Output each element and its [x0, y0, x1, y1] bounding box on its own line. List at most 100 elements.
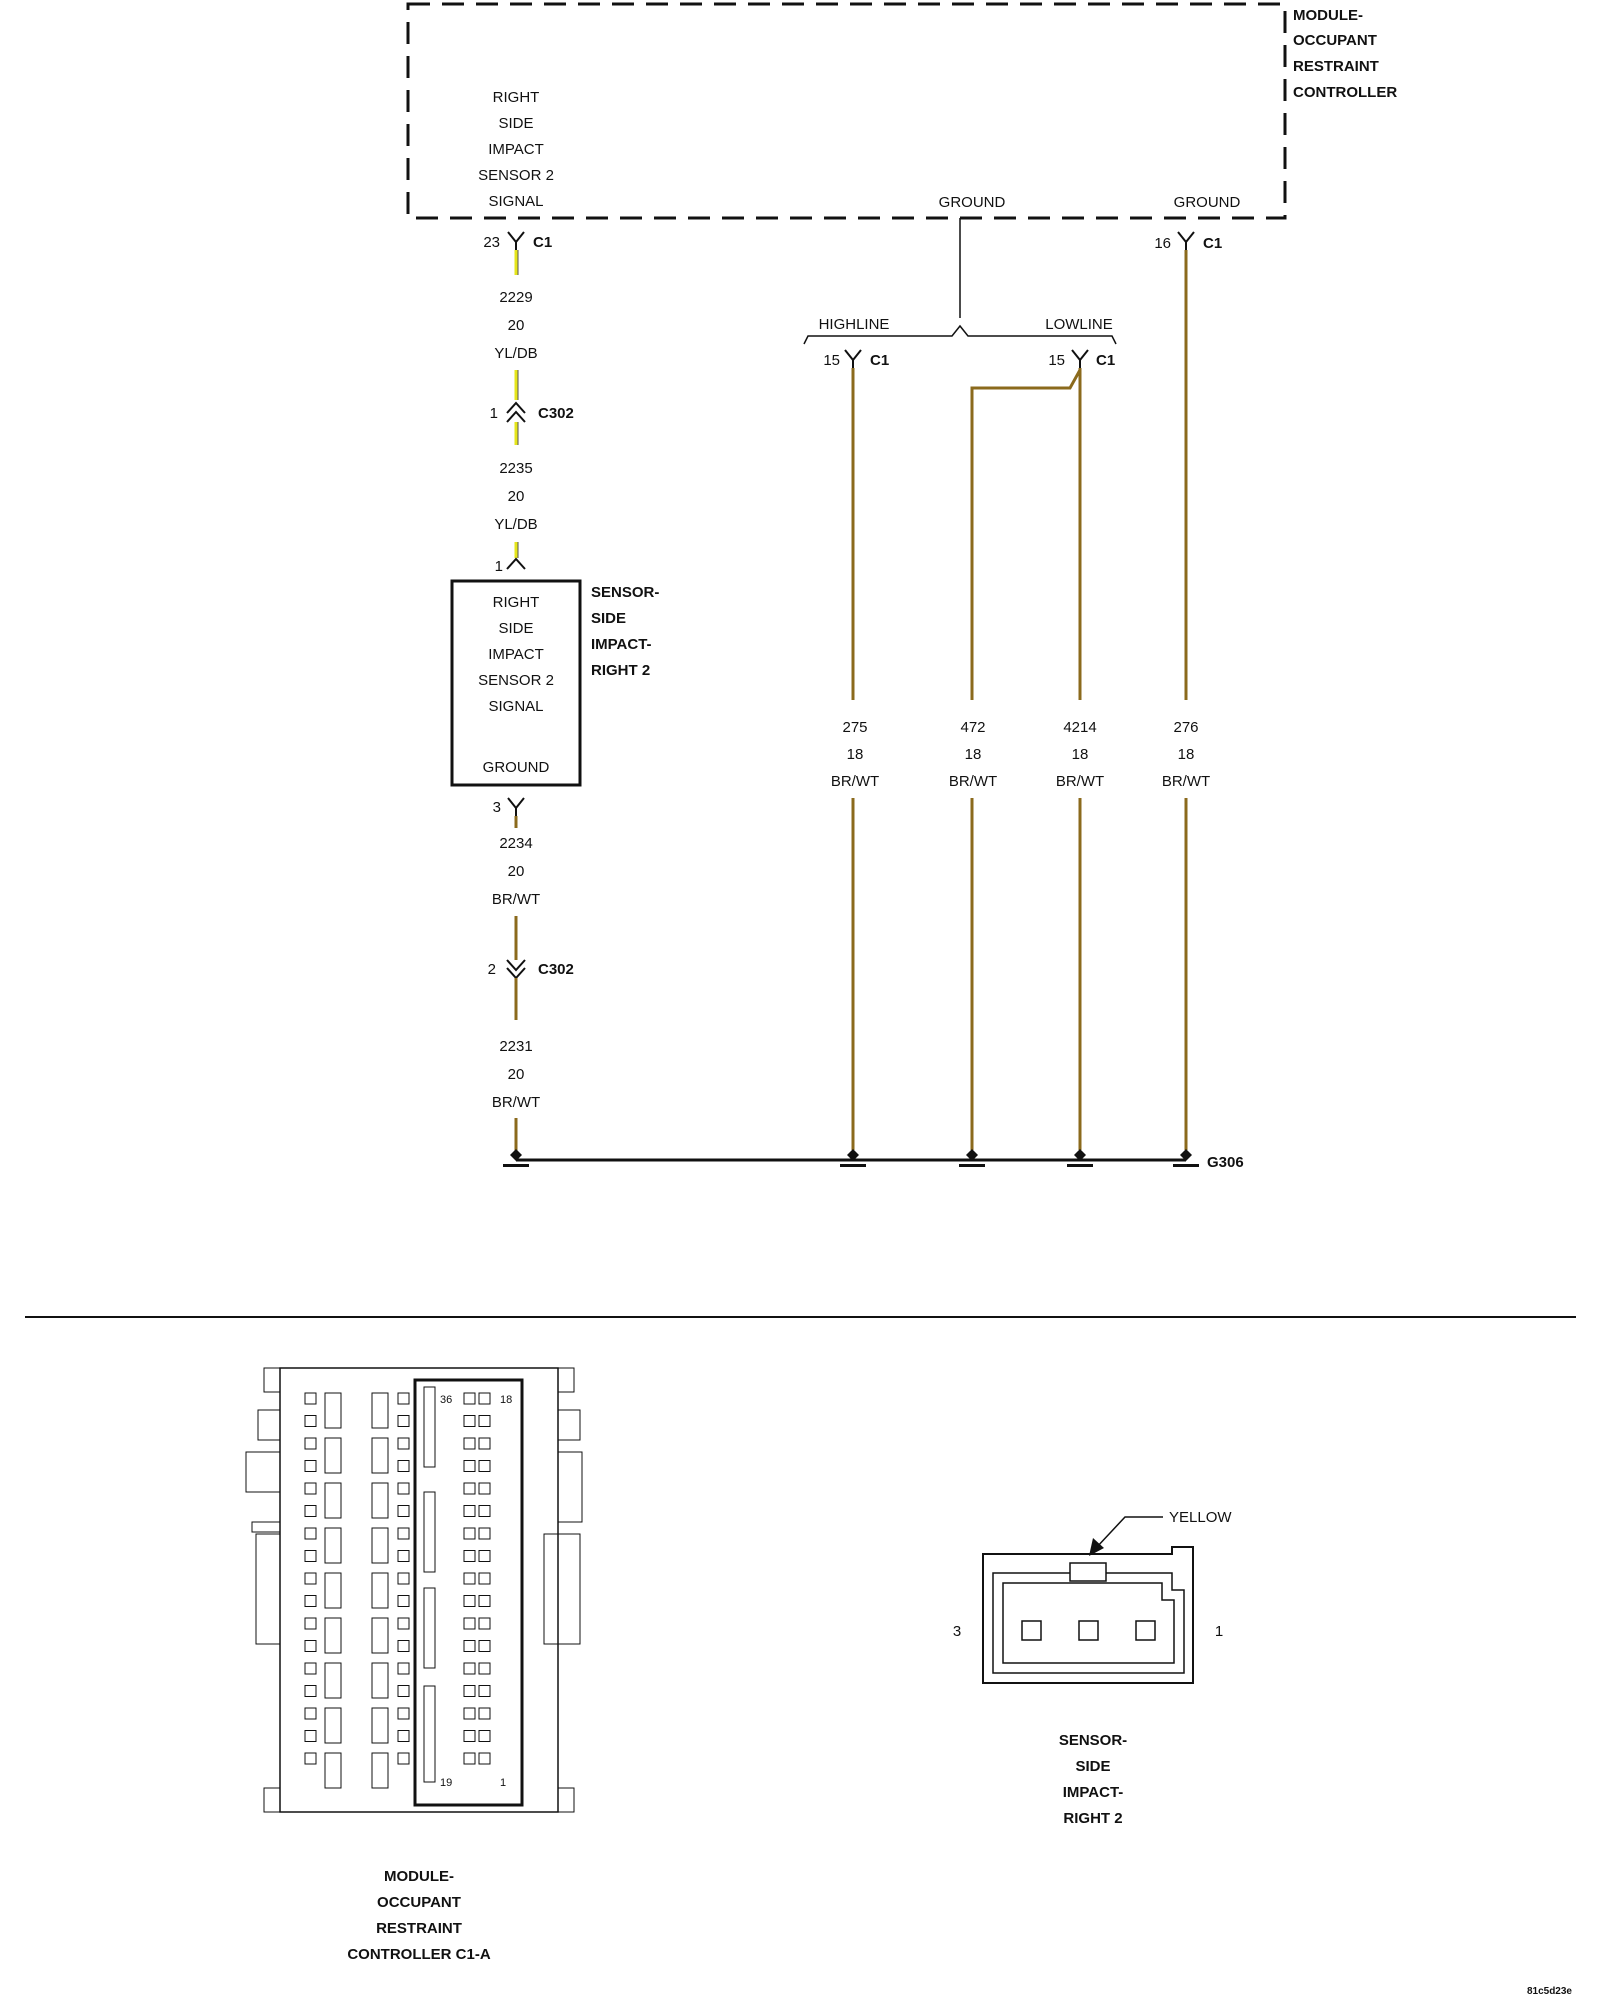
c302-pin-2-symbol	[506, 959, 526, 980]
module-title-line-4: CONTROLLER	[1293, 84, 1397, 101]
c1a-caption-line-1: MODULE-	[384, 1868, 454, 1885]
module-title-line-1: MODULE-	[1293, 7, 1363, 24]
sensor-ground-label: GROUND	[483, 759, 550, 776]
wire-275-circuit: 275	[842, 719, 867, 736]
module-signal-line-4: SENSOR 2	[478, 167, 554, 184]
module-signal-line-1: RIGHT	[493, 89, 540, 106]
module-signal-line-3: IMPACT	[488, 141, 544, 158]
c1a-caption-line-2: OCCUPANT	[377, 1894, 461, 1911]
c1-pin-16-symbol	[1177, 231, 1195, 250]
c1-pin-15-highline-number: 15	[823, 352, 840, 369]
wire-472-circuit: 472	[960, 719, 985, 736]
sensor-key-tab	[1069, 1562, 1107, 1582]
sensor-signal-line-4: SENSOR 2	[478, 672, 554, 689]
wire-2229-color: YL/DB	[494, 345, 537, 362]
c1-pin-16-connector: C1	[1203, 235, 1222, 252]
wire-2235-gauge: 20	[508, 488, 525, 505]
c1a-pin-36-label: 36	[440, 1394, 452, 1406]
c1a-pin-18-label: 18	[500, 1394, 512, 1406]
c1-pin-15-lowline-symbol	[1071, 349, 1089, 368]
c302-pin-2-number: 2	[488, 961, 496, 978]
c1-pin-23-connector: C1	[533, 234, 552, 251]
wire-2235-color: YL/DB	[494, 516, 537, 533]
sensor-pin-1-symbol	[506, 557, 526, 570]
c1-pin-15-highline-connector: C1	[870, 352, 889, 369]
sensor-connector-color-label: YELLOW	[1169, 1509, 1232, 1526]
c302-pin-2-connector: C302	[538, 961, 574, 978]
wire-2234-circuit: 2234	[499, 835, 532, 852]
variant-lowline-label: LOWLINE	[1045, 316, 1113, 333]
wire-4214-gauge: 18	[1072, 746, 1089, 763]
module-title-line-3: RESTRAINT	[1293, 58, 1379, 75]
wire-2231-gauge: 20	[508, 1066, 525, 1083]
c1-pin-23-number: 23	[483, 234, 500, 251]
c1-pin-23-symbol	[507, 231, 525, 250]
wire-4214-circuit: 4214	[1063, 719, 1096, 736]
module-ground-label-1: GROUND	[939, 194, 1006, 211]
document-code: 81c5d23e	[1527, 1986, 1572, 1997]
wire-472-color: BR/WT	[949, 773, 997, 790]
module-occupant-restraint-controller: MODULE- OCCUPANT RESTRAINT CONTROLLER RI…	[406, 2, 1397, 220]
sensor-name-line-1: SENSOR-	[591, 584, 659, 601]
sensor-name-line-3: IMPACT-	[591, 636, 652, 653]
wire-2234-gauge: 20	[508, 863, 525, 880]
wire-275-color: BR/WT	[831, 773, 879, 790]
left-signal-circuit: 23 C1 2229 20 YL/DB 1 C302 2235 20 YL/DB…	[483, 231, 574, 575]
c1a-caption-line-4: CONTROLLER C1-A	[347, 1946, 490, 1963]
sensor-connector-caption-line-3: IMPACT-	[1063, 1784, 1124, 1801]
wire-4214-color: BR/WT	[1056, 773, 1104, 790]
wire-2234-color: BR/WT	[492, 891, 540, 908]
wire-275-gauge: 18	[847, 746, 864, 763]
connector-sensor-face: YELLOW 3 1 SENSOR- SIDE IMPACT- RIGHT 2	[953, 1509, 1233, 1827]
sensor-signal-line-2: SIDE	[498, 620, 533, 637]
c1-pin-16-number: 16	[1154, 235, 1171, 252]
c1a-caption-line-3: RESTRAINT	[376, 1920, 462, 1937]
c302-pin-1-number: 1	[490, 405, 498, 422]
sensor-pin-3-symbol	[507, 797, 525, 816]
module-signal-line-2: SIDE	[498, 115, 533, 132]
c1a-pin-1-label: 1	[500, 1777, 506, 1789]
ground-wires: 16 C1 275 18 BR/WT 472 18 BR/WT 4214 18 …	[831, 231, 1222, 1150]
sensor-connector-pin3: 3	[953, 1623, 961, 1640]
sensor-connector-caption-line-1: SENSOR-	[1059, 1732, 1127, 1749]
module-ground-label-2: GROUND	[1174, 194, 1241, 211]
sensor-signal-line-1: RIGHT	[493, 594, 540, 611]
c302-pin-1-connector: C302	[538, 405, 574, 422]
module-title-line-2: OCCUPANT	[1293, 32, 1377, 49]
sensor-connector-caption-line-4: RIGHT 2	[1063, 1810, 1122, 1827]
sensor-side-impact-right-2: RIGHT SIDE IMPACT SENSOR 2 SIGNAL GROUND…	[450, 579, 659, 787]
c1-pin-15-lowline-number: 15	[1048, 352, 1065, 369]
connector-c1a-face: 36 18 19 1 MODULE- OCCUPANT RESTRAINT CO…	[245, 1367, 583, 1963]
wire-2229-circuit: 2229	[499, 289, 532, 306]
variant-brace	[803, 324, 1117, 345]
sensor-connector-caption-line-2: SIDE	[1075, 1758, 1110, 1775]
module-signal-line-5: SIGNAL	[488, 193, 543, 210]
c1a-slots	[304, 1386, 491, 1789]
wire-276-gauge: 18	[1178, 746, 1195, 763]
sensor-signal-line-3: IMPACT	[488, 646, 544, 663]
sensor-name-line-4: RIGHT 2	[591, 662, 650, 679]
wire-2231-color: BR/WT	[492, 1094, 540, 1111]
c1a-pin-19-label: 19	[440, 1777, 452, 1789]
wire-276-circuit: 276	[1173, 719, 1198, 736]
variant-highline-label: HIGHLINE	[819, 316, 890, 333]
wire-472-upper	[970, 369, 1082, 700]
left-ground-circuit: 3 2234 20 BR/WT 2 C302 2231 20 BR/WT	[488, 797, 574, 1155]
sensor-name-line-2: SIDE	[591, 610, 626, 627]
c1-pin-15-lowline-connector: C1	[1096, 352, 1115, 369]
c1-pin-15-highline-symbol	[844, 349, 862, 368]
sensor-connector-pin1: 1	[1215, 1623, 1223, 1640]
ground-bus-g306: G306	[503, 1149, 1244, 1171]
sensor-pin-1-number: 1	[495, 558, 503, 575]
wire-2231-circuit: 2231	[499, 1038, 532, 1055]
c302-pin-1-symbol	[506, 401, 526, 423]
wire-472-gauge: 18	[965, 746, 982, 763]
ground-point-label: G306	[1207, 1154, 1244, 1171]
sensor-pin-3-number: 3	[493, 799, 501, 816]
wire-2235-circuit: 2235	[499, 460, 532, 477]
ground-variant-branch: HIGHLINE LOWLINE 15 C1 15 C1	[803, 218, 1117, 369]
sensor-signal-line-5: SIGNAL	[488, 698, 543, 715]
wire-276-color: BR/WT	[1162, 773, 1210, 790]
wire-2229-gauge: 20	[508, 317, 525, 334]
